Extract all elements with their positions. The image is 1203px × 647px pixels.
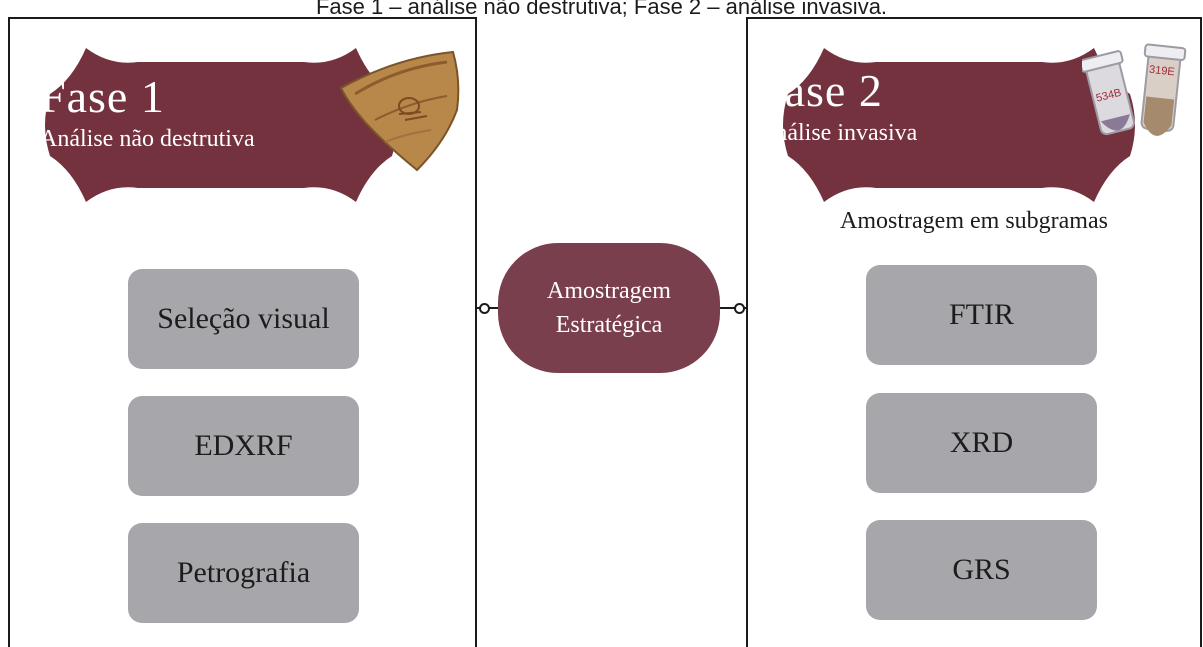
- figure-caption: Fase 1 – análise não destrutiva; Fase 2 …: [315, 0, 888, 19]
- center-node-line2: Estratégica: [555, 312, 663, 338]
- connector-left-dot: [479, 303, 490, 314]
- subgram-sampling-note: Amostragem em subgramas: [840, 208, 1108, 234]
- ceramic-sherd-image: [339, 50, 460, 172]
- method-edxrf: EDXRF: [128, 396, 359, 496]
- phase1-subtitle: Análise não destrutiva: [40, 126, 255, 152]
- center-node-line1: Amostragem: [547, 278, 671, 304]
- plaque-shape: [45, 48, 397, 202]
- sample-tubes-image: 534B 319E: [1082, 43, 1187, 136]
- method-visual-selection: Seleção visual: [128, 269, 359, 369]
- phase1-plaque: Fase 1 Análise não destrutiva: [40, 40, 402, 210]
- phase2-title: Fase 2: [758, 65, 883, 116]
- method-grs: GRS: [866, 520, 1097, 620]
- phase2-subtitle: Análise invasiva: [758, 120, 918, 146]
- method-petrography: Petrografia: [128, 523, 359, 623]
- method-xrd: XRD: [866, 393, 1097, 493]
- strategic-sampling-node: Amostragem Estratégica: [498, 243, 720, 373]
- phase1-title: Fase 1: [40, 71, 165, 122]
- connector-right-dot: [734, 303, 745, 314]
- phase2-plaque: Fase 2 Análise invasiva: [758, 40, 1140, 210]
- connector-right: [720, 307, 746, 309]
- tube-label-2: 319E: [1148, 64, 1175, 79]
- plaque-shape: [783, 48, 1135, 202]
- method-ftir: FTIR: [866, 265, 1097, 365]
